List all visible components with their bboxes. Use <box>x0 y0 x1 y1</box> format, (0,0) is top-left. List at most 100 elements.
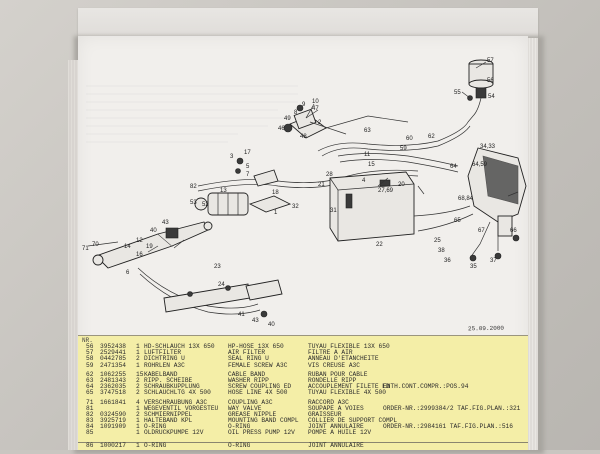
cell-en: AIR FILTER <box>228 349 266 357</box>
cell-de: HD-SCHLAUCH 13X 650 <box>144 343 215 350</box>
cell-pos: 58 <box>86 355 94 363</box>
callout-22: 22 <box>376 242 383 248</box>
callout-6: 6 <box>126 270 130 276</box>
cell-num: 0442785 <box>100 355 126 363</box>
cell-qty: 4 <box>136 398 140 406</box>
cell-de: KABELBAND <box>144 370 178 378</box>
callout-71: 71 <box>82 246 89 252</box>
callout-23: 23 <box>214 264 221 270</box>
callout-54: 54 <box>488 94 495 100</box>
callout-31: 31 <box>330 208 337 214</box>
air-filter-part <box>467 59 494 123</box>
cell-de: WEGEVENTIL VORGESTEU <box>144 404 219 412</box>
cell-fr: ACCOUPLEMENT FILETE ED <box>308 383 390 391</box>
cell-en: FEMALE SCREW A3C <box>228 361 288 369</box>
cell-en: HP-HOSE 13X 650 <box>228 343 284 350</box>
callout-12: 12 <box>136 238 143 244</box>
callout-68-84: 68,84 <box>458 196 474 202</box>
cell-de: SCHRAUBKUPPLUNG <box>144 383 200 391</box>
callout-4: 4 <box>362 178 366 184</box>
cell-de: SCHMIERNIPPEL <box>144 410 193 418</box>
cell-pos: 63 <box>86 376 94 384</box>
cell-num: 1062255 <box>100 370 126 378</box>
callout-5: 5 <box>246 164 250 170</box>
cell-fr: SOUPAPE A VOIES <box>308 404 364 412</box>
cell-pos: 83 <box>86 417 94 425</box>
callout-53: 53 <box>190 200 197 206</box>
cell-en: COUPLING A3C <box>228 398 273 406</box>
cell-qty: 15 <box>136 370 144 378</box>
callout-82: 82 <box>190 184 197 190</box>
callout-32: 32 <box>292 204 299 210</box>
callout-57: 57 <box>487 58 494 64</box>
cell-num: 2481343 <box>100 376 126 384</box>
callout-60: 60 <box>406 136 413 142</box>
hydraulic-cylinder <box>92 221 213 269</box>
callout-63: 63 <box>364 128 371 134</box>
cell-fr: FILTRE A AIR <box>308 349 353 357</box>
cell-en: SEAL RING U <box>228 355 269 363</box>
callout-18: 18 <box>272 190 279 196</box>
cell-pos: 71 <box>86 398 94 406</box>
callout-43: 43 <box>162 220 169 226</box>
callout-70: 70 <box>92 242 99 248</box>
cell-fr: TUYAU FLEXIBLE 4X 500 <box>308 389 386 397</box>
callout-59: 59 <box>400 146 407 152</box>
cell-de: ROHRLEN A3C <box>144 361 185 369</box>
cell-de: OLDRUCKPUMPE 12V <box>144 429 204 437</box>
cell-de: LUFTFILTER <box>144 349 182 357</box>
filter-assembly <box>283 104 409 139</box>
filter-cartridge <box>194 192 249 216</box>
cell-de: DICHTRING U <box>144 355 185 363</box>
callout-43b: 43 <box>252 318 259 324</box>
cell-qty: 1 <box>136 429 140 437</box>
callout-11: 11 <box>364 152 371 158</box>
callout-16: 16 <box>136 252 143 258</box>
callout-13: 13 <box>220 188 227 194</box>
cell-num: 1661841 <box>100 398 126 406</box>
cell-en: GREASE NIPPLE <box>228 410 277 418</box>
oil-tank <box>329 171 415 242</box>
cell-pos: 82 <box>86 410 94 418</box>
cell-num: 3952438 <box>100 343 126 350</box>
callout-labels: 57 56 54 55 10 47 9 8 49 46 2 48 63 60 5… <box>82 58 517 328</box>
cell-qty: 2 <box>136 383 140 391</box>
cell-note: ORDER-NR.:2999384/2 TAF.FIG.PLAN.:321 <box>383 404 521 412</box>
callout-64-59: 64,59 <box>472 162 488 168</box>
cell-pos: 86 <box>86 441 94 449</box>
callout-17: 17 <box>244 150 251 156</box>
callout-67: 67 <box>478 228 485 234</box>
parts-list-header: NR. <box>82 337 93 344</box>
callout-56: 56 <box>487 78 494 84</box>
cell-qty: 2 <box>136 355 140 363</box>
cell-fr: JOINT ANNULAIRE <box>308 423 364 431</box>
cell-fr: VIS CREUSE A3C <box>308 361 360 369</box>
cell-num: 3747518 <box>100 389 126 397</box>
cell-num: 0324590 <box>100 410 126 418</box>
cell-en: OIL PRESS PUMP 12V <box>228 429 295 437</box>
cell-num: 1000217 <box>100 441 126 449</box>
callout-38: 38 <box>438 248 445 254</box>
cell-num: 2362035 <box>100 383 126 391</box>
callout-8: 8 <box>294 110 298 116</box>
callout-1: 1 <box>274 210 278 216</box>
cell-qty: 1 <box>136 423 140 431</box>
cell-fr: RACCORD A3C <box>308 398 349 406</box>
cell-qty: 1 <box>136 441 140 449</box>
callout-24: 24 <box>218 282 225 288</box>
cell-en: MOUNTING BAND COMPL <box>228 417 299 425</box>
cell-fr: RUBAN POUR CABLE <box>308 370 368 378</box>
cell-pos: 57 <box>86 349 94 357</box>
callout-37: 37 <box>490 258 497 264</box>
